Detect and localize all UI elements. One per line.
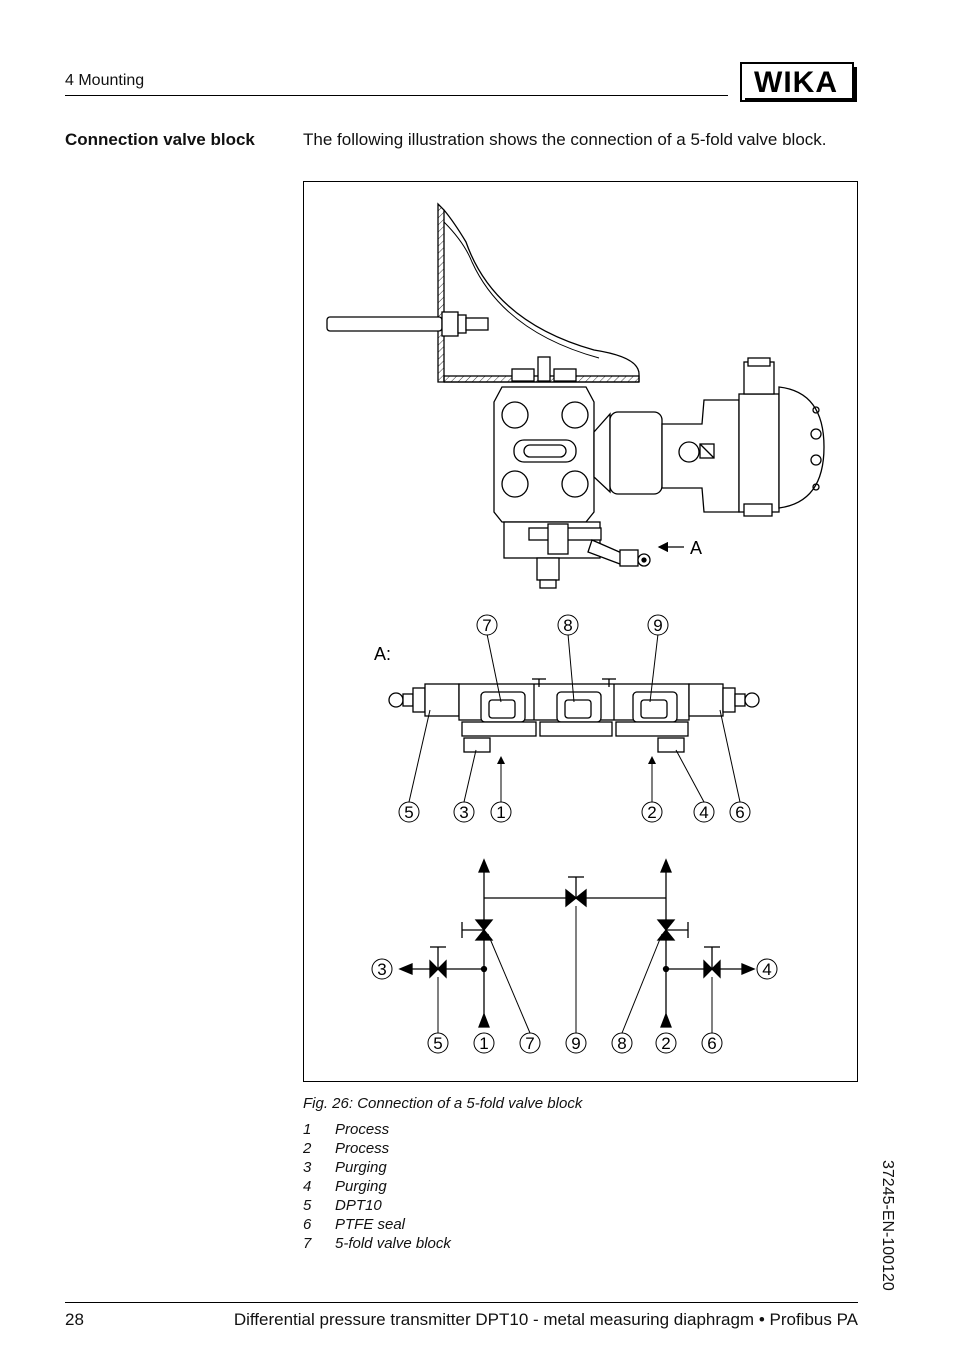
view-label-a: A	[690, 538, 702, 558]
schem-callout-4: 4	[756, 958, 778, 980]
svg-text:7: 7	[482, 616, 491, 635]
svg-text:9: 9	[653, 616, 662, 635]
callout-1: 1	[490, 801, 512, 823]
footer-rule	[65, 1302, 858, 1303]
valve-block-front-view	[388, 678, 760, 753]
svg-text:5: 5	[404, 803, 413, 822]
schem-callout-2: 2	[655, 1032, 677, 1054]
svg-text:8: 8	[617, 1034, 626, 1053]
document-id: 37245-EN-100120	[879, 1160, 896, 1291]
logo-text: WIKA	[754, 66, 838, 99]
callout-6: 6	[729, 801, 751, 823]
page-number: 28	[65, 1310, 84, 1329]
footer-title: Differential pressure transmitter DPT10 …	[233, 1310, 858, 1329]
view-label-a-detail: A:	[374, 644, 391, 664]
callout-5: 5	[398, 801, 420, 823]
svg-text:5: 5	[433, 1034, 442, 1053]
callout-2: 2	[641, 801, 663, 823]
schem-callout-8: 8	[611, 1032, 633, 1054]
callout-3: 3	[453, 801, 475, 823]
svg-text:6: 6	[735, 803, 744, 822]
valve-block-figure: A A:	[326, 202, 825, 1054]
schematic-callouts: 3 4 5 1 7 9 8 2 6	[371, 958, 778, 1054]
callout-8: 8	[557, 614, 579, 636]
callout-7: 7	[476, 614, 498, 636]
callout-4: 4	[693, 801, 715, 823]
svg-text:7: 7	[525, 1034, 534, 1053]
valve-schematic	[398, 858, 756, 1028]
wika-logo: WIKA	[740, 62, 858, 102]
svg-text:3: 3	[459, 803, 468, 822]
transmitter-drawing	[326, 202, 825, 589]
detail-callouts: 7 8 9 5 3 1 2 4 6	[398, 614, 751, 823]
schem-callout-1: 1	[473, 1032, 495, 1054]
intro-text: The following illustration shows the con…	[303, 130, 827, 149]
svg-text:4: 4	[699, 803, 708, 822]
svg-text:3: 3	[377, 960, 386, 979]
svg-text:2: 2	[647, 803, 656, 822]
header-section: 4 Mounting	[65, 72, 145, 89]
svg-text:1: 1	[496, 803, 505, 822]
svg-text:1: 1	[479, 1034, 488, 1053]
schem-callout-9: 9	[565, 1032, 587, 1054]
schem-callout-7: 7	[519, 1032, 541, 1054]
schem-callout-5: 5	[427, 1032, 449, 1054]
svg-text:8: 8	[563, 616, 572, 635]
schem-callout-3: 3	[371, 958, 393, 980]
figure-box: A A:	[303, 181, 858, 1082]
svg-text:9: 9	[571, 1034, 580, 1053]
schem-callout-6: 6	[701, 1032, 723, 1054]
svg-text:2: 2	[661, 1034, 670, 1053]
header-rule	[65, 95, 728, 96]
figure-caption: Fig. 26: Connection of a 5-fold valve bl…	[303, 1095, 583, 1112]
svg-text:6: 6	[707, 1034, 716, 1053]
svg-text:4: 4	[762, 960, 771, 979]
section-title: Connection valve block	[65, 130, 255, 149]
callout-9: 9	[647, 614, 669, 636]
